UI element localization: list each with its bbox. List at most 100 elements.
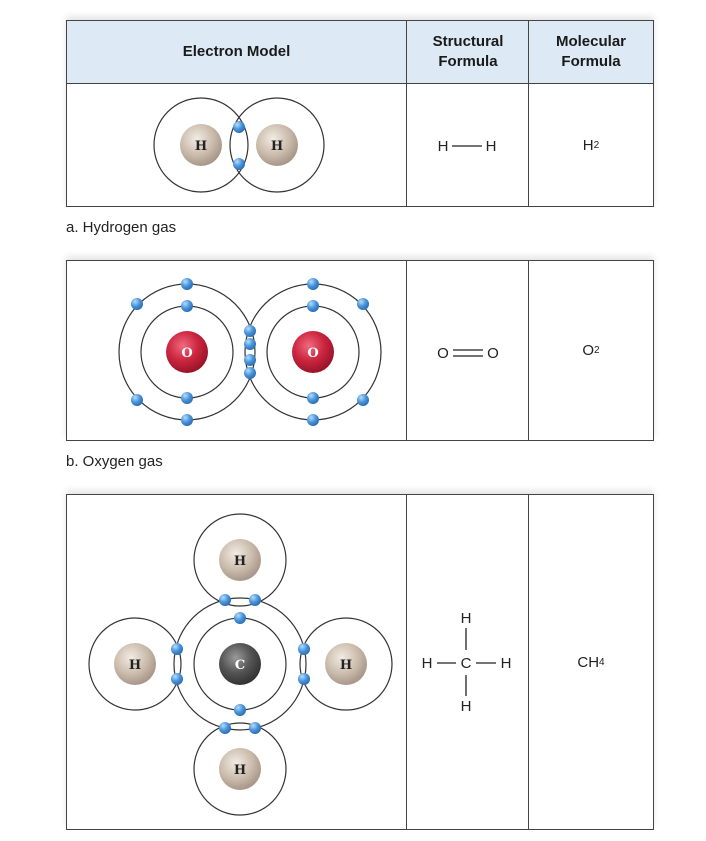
electron [249, 722, 261, 734]
carbon-outer-shell [173, 597, 307, 731]
oxygen-nucleus-right [292, 331, 334, 373]
structural-atom-center: C [461, 655, 472, 672]
methane-structural-svg: H H C H H [422, 610, 512, 715]
carbon-nucleus [219, 643, 261, 685]
hydrogen-shell-right [229, 97, 325, 193]
electron [244, 354, 256, 366]
hydrogen-shell-left [88, 617, 182, 711]
table-header: Electron Model Structural Formula Molecu… [67, 21, 653, 84]
molecular-subscript: 2 [594, 345, 600, 356]
methane-electron-model: H H C H H [67, 495, 406, 829]
hydrogen-nucleus-bottom [219, 748, 261, 790]
electron [233, 158, 245, 170]
header-electron-model: Electron Model [67, 21, 406, 83]
hydrogen-structural-formula: H H [406, 83, 529, 207]
molecular-subscript: 4 [599, 656, 605, 668]
electron [181, 414, 193, 426]
electron [131, 394, 143, 406]
structural-atom-right: H [501, 655, 512, 672]
electron [181, 392, 193, 404]
methane-row: H H C H H H [67, 495, 653, 829]
electron [171, 643, 183, 655]
electron [357, 394, 369, 406]
hydrogen-shell-bottom [193, 722, 287, 816]
header-molecular-line1: Molecular [555, 33, 627, 50]
electron [234, 612, 246, 624]
hydrogen-electron-model: H H [67, 83, 406, 207]
caption-oxygen: b. Oxygen gas [66, 453, 163, 470]
hydrogen-nucleus-left [114, 643, 156, 685]
structural-atom-right: O [487, 345, 499, 362]
hydrogen-nucleus-right [325, 643, 367, 685]
hydrogen-nucleus-top [219, 539, 261, 581]
electron [249, 594, 261, 606]
hydrogen-nucleus-left [180, 124, 222, 166]
caption-hydrogen: a. Hydrogen gas [66, 219, 177, 236]
header-electron-model-label: Electron Model [182, 43, 291, 60]
electron [219, 594, 231, 606]
electron [171, 673, 183, 685]
electron [307, 300, 319, 312]
hydrogen-structural-svg: H H [438, 138, 497, 155]
header-structural-formula: Structural Formula [406, 21, 529, 83]
methane-panel: H H C H H H [66, 494, 654, 830]
oxygen-panel: O O [66, 260, 654, 441]
oxygen-structural-formula: O O [406, 261, 529, 440]
molecular-symbol: O [582, 342, 595, 359]
atom-label-left: H [129, 658, 141, 673]
electron [298, 643, 310, 655]
header-molecular-line2: Formula [561, 53, 621, 70]
structural-atom-right: H [486, 138, 497, 155]
molecular-symbol: CH [577, 653, 600, 671]
electron [244, 338, 256, 350]
electron [307, 278, 319, 290]
molecular-symbol: H [582, 136, 594, 154]
hydrogen-shell-top [193, 513, 287, 607]
hydrogen-shell-left [153, 97, 249, 193]
structural-atom-top: H [461, 610, 472, 627]
electron [298, 673, 310, 685]
electron [307, 414, 319, 426]
electron [181, 278, 193, 290]
hydrogen-panel: Electron Model Structural Formula Molecu… [66, 20, 654, 207]
methane-structural-formula: H H C H H [406, 495, 529, 829]
header-structural-line2: Formula [438, 53, 498, 70]
electron [244, 325, 256, 337]
header-structural-line1: Structural [432, 33, 504, 50]
hydrogen-atom-label-right: H [271, 139, 283, 154]
molecular-subscript: 2 [593, 139, 600, 151]
oxygen-electron-model: O O [67, 261, 406, 440]
oxygen-diagram: O O [118, 278, 382, 426]
oxygen-atom-label-left: O [181, 346, 192, 361]
atom-label-right: H [340, 658, 352, 673]
methane-diagram: H H C H H [88, 513, 393, 816]
structural-atom-left: H [438, 138, 449, 155]
electron [244, 367, 256, 379]
electron [357, 298, 369, 310]
electron [234, 704, 246, 716]
oxygen-atom-label-right: O [307, 346, 318, 361]
oxygen-nucleus-left [166, 331, 208, 373]
hydrogen-diagram: H H [153, 97, 325, 193]
electron [233, 121, 245, 133]
electron [181, 300, 193, 312]
header-molecular-formula: Molecular Formula [528, 21, 653, 83]
hydrogen-shell-right [299, 617, 393, 711]
electron [307, 392, 319, 404]
atom-label-bottom: H [234, 763, 246, 778]
atom-label-top: H [234, 554, 246, 569]
electron [131, 298, 143, 310]
atom-label-carbon: C [235, 658, 245, 673]
hydrogen-nucleus-right [256, 124, 298, 166]
oxygen-structural-svg: O O [437, 345, 499, 362]
electron [219, 722, 231, 734]
structural-atom-bottom: H [461, 698, 472, 715]
hydrogen-atom-label-left: H [195, 139, 207, 154]
structural-atom-left: O [437, 345, 449, 362]
oxygen-row: O O [67, 261, 653, 440]
structural-atom-left: H [422, 655, 433, 672]
